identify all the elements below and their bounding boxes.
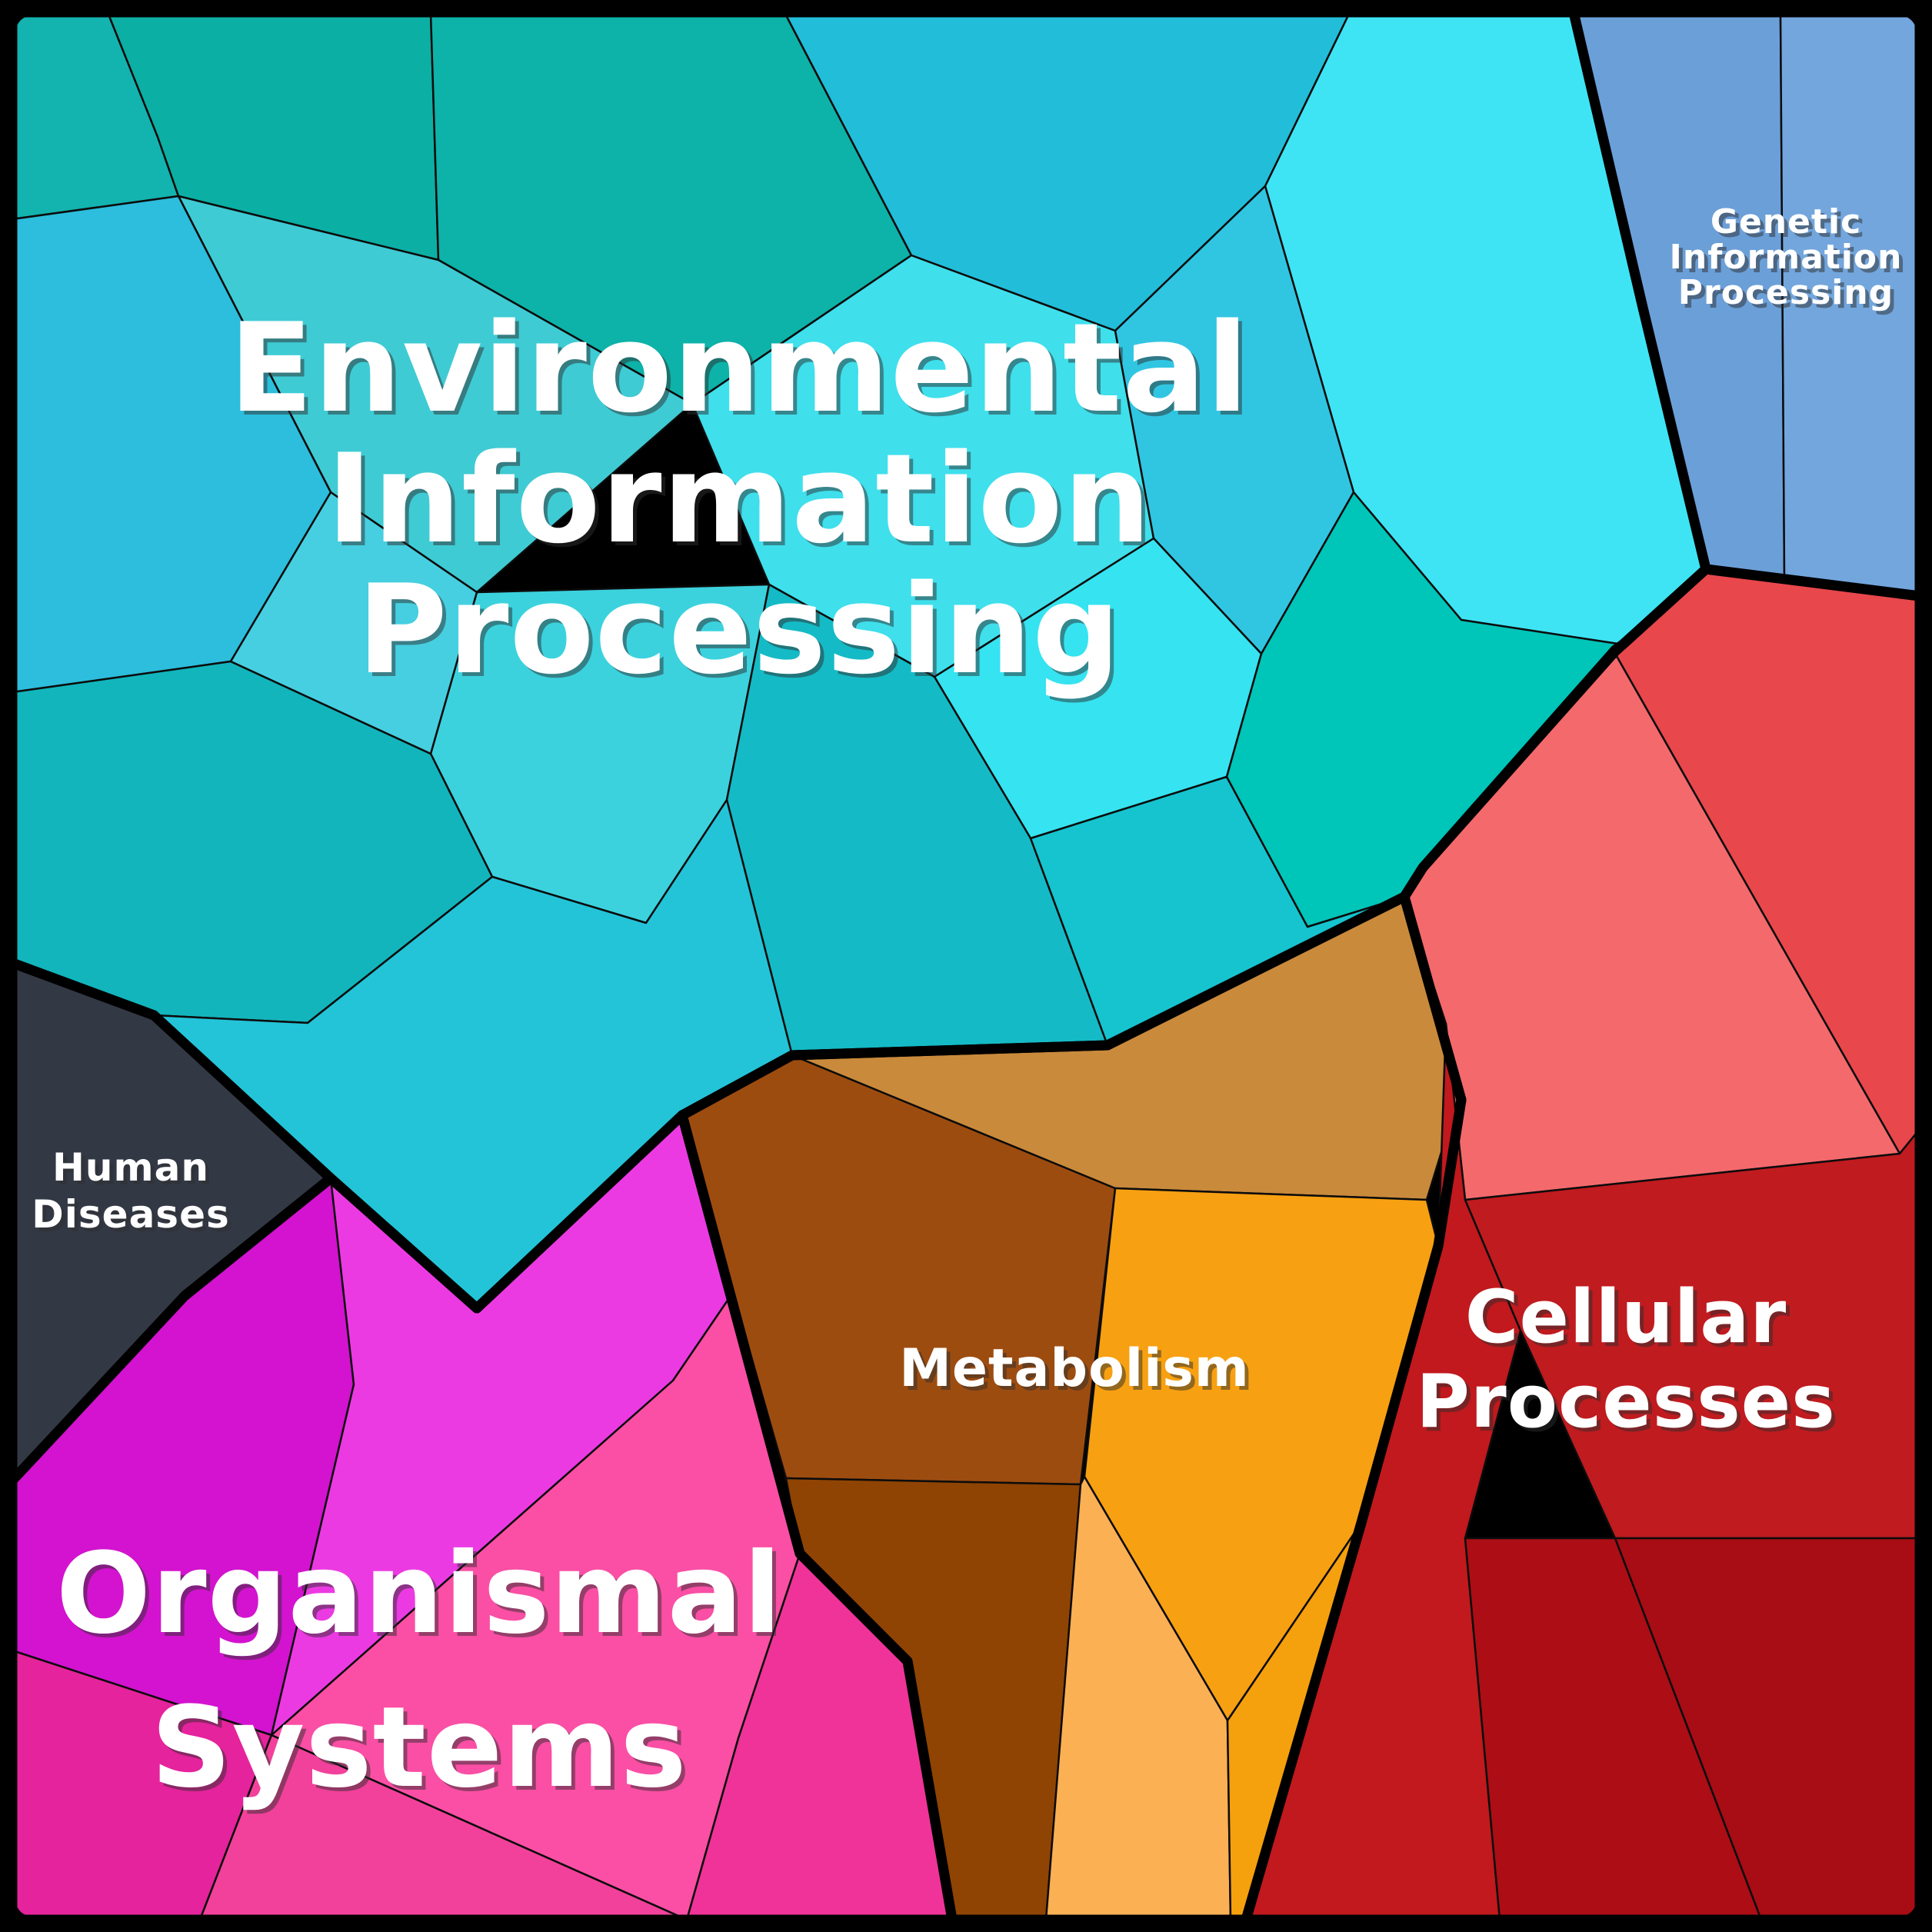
region-label-cellular-processes-shadow: Processes: [1420, 1364, 1840, 1448]
region-label-genetic-information-processing: Information: [1670, 238, 1903, 277]
region-label-organismal-systems-shadow: Systems: [155, 1687, 691, 1817]
region-genetic-information-processing: [1572, 11, 1921, 598]
region-label-human-diseases: Diseases: [32, 1192, 230, 1237]
region-label-human-diseases-shadow: Human: [56, 1149, 213, 1194]
region-label-environmental-information-processing-shadow: Information: [331, 431, 1156, 575]
region-label-genetic-information-processing-shadow: Genetic: [1714, 206, 1865, 245]
region-label-environmental-information-processing: Processing: [357, 558, 1121, 701]
region-label-environmental-information-processing-shadow: Processing: [361, 561, 1124, 705]
region-label-genetic-information-processing-shadow: Processing: [1682, 277, 1897, 316]
treemap-cell-environmental-information-processing[interactable]: [229, 491, 478, 755]
region-label-genetic-information-processing: Genetic: [1710, 202, 1861, 242]
region-label-environmental-information-processing: Environmental: [229, 296, 1250, 440]
region-label-human-diseases-shadow: Diseases: [35, 1196, 234, 1241]
region-label-cellular-processes: Cellular: [1465, 1275, 1787, 1360]
region-label-cellular-processes-shadow: Cellular: [1469, 1279, 1790, 1364]
region-environmental-information-processing: [11, 11, 1707, 1310]
region-metabolism: [681, 895, 1461, 1921]
region-label-environmental-information-processing: Information: [327, 427, 1152, 571]
region-label-genetic-information-processing-shadow: Information: [1674, 242, 1907, 281]
region-label-organismal-systems: Systems: [151, 1683, 687, 1813]
region-label-organismal-systems-shadow: Organismal: [60, 1533, 786, 1663]
region-label-metabolism: Metabolism: [899, 1338, 1250, 1399]
region-label-human-diseases: Human: [52, 1145, 209, 1190]
region-label-organismal-systems: Organismal: [56, 1529, 782, 1659]
region-label-metabolism-shadow: Metabolism: [903, 1342, 1254, 1403]
region-label-cellular-processes: Processes: [1416, 1360, 1836, 1444]
region-label-genetic-information-processing: Processing: [1678, 273, 1894, 312]
region-label-environmental-information-processing-shadow: Environmental: [233, 300, 1254, 444]
